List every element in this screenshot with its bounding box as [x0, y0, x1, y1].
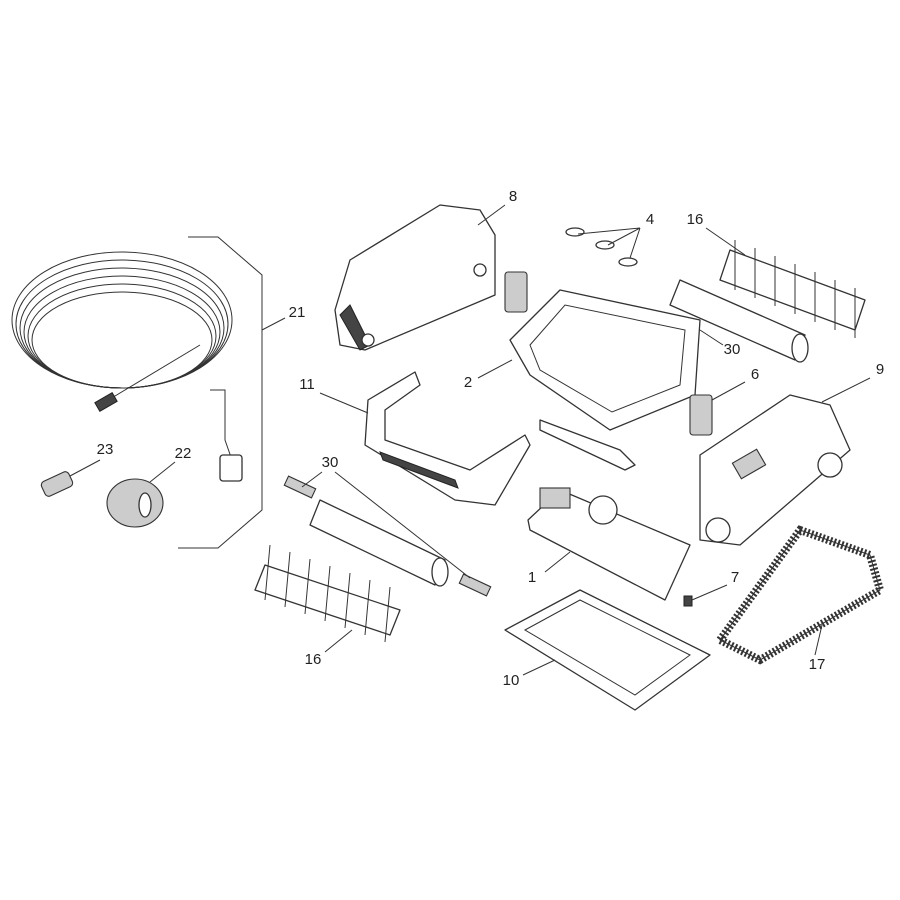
part-brush-roller-left	[283, 475, 492, 597]
callout-30-right: 30	[724, 341, 741, 358]
callout-11: 11	[299, 376, 315, 393]
part-side-cover-left	[334, 204, 496, 351]
leader-lines	[69, 204, 871, 676]
callout-2: 2	[464, 374, 472, 391]
callout-22: 22	[175, 445, 192, 462]
callout-16-top: 16	[687, 211, 704, 228]
callout-23: 23	[97, 441, 114, 458]
callout-8: 8	[509, 188, 517, 205]
part-power-cable	[11, 251, 243, 482]
part-filter-tray	[504, 589, 711, 711]
part-connector	[40, 471, 74, 497]
part-fasteners	[565, 227, 638, 267]
part-small-clip	[683, 595, 693, 607]
callout-10: 10	[503, 672, 520, 689]
part-drive-track	[713, 525, 885, 665]
callout-4: 4	[646, 211, 654, 228]
part-side-cover-right	[699, 394, 851, 546]
part-brush-roller-right	[669, 279, 809, 363]
part-pivot-bracket-upper	[504, 271, 528, 313]
bracket-21	[178, 236, 263, 549]
part-front-bumper	[364, 371, 531, 506]
part-pivot-bracket	[689, 394, 713, 436]
callout-17: 17	[809, 656, 826, 673]
callout-7: 7	[731, 569, 739, 586]
part-brush-bottom	[254, 544, 401, 643]
callout-1: 1	[528, 569, 536, 586]
callout-6: 6	[751, 366, 759, 383]
callout-30-left: 30	[322, 454, 339, 471]
part-body-chassis	[509, 289, 701, 471]
callout-9: 9	[876, 361, 884, 378]
part-float	[106, 478, 164, 528]
part-motor-unit	[527, 487, 691, 601]
callout-16-bottom: 16	[305, 651, 322, 668]
part-brush-top	[719, 240, 866, 338]
callout-21: 21	[289, 304, 306, 321]
